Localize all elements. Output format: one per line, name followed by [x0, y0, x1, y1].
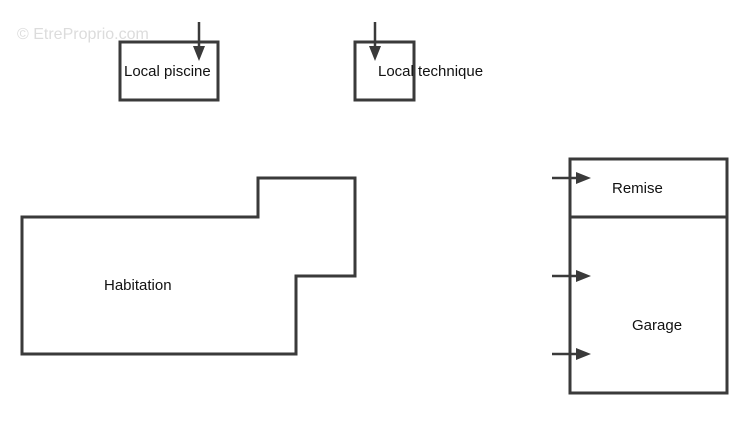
arrow-garage-lower: [552, 348, 591, 360]
room-garage-label: Garage: [632, 317, 682, 334]
room-local-technique-label: Local technique: [378, 63, 483, 80]
arrow-local-technique: [369, 22, 381, 61]
arrow-garage-upper: [552, 270, 591, 282]
arrow-local-technique-head: [369, 46, 381, 61]
room-habitation: Habitation: [20, 176, 357, 356]
room-local-piscine-label: Local piscine: [124, 63, 211, 80]
room-local-piscine-outline: [118, 40, 220, 102]
arrow-garage-lower-head: [576, 348, 591, 360]
room-habitation-label: Habitation: [104, 277, 172, 294]
arrow-local-piscine-head: [193, 46, 205, 61]
arrow-local-piscine: [193, 22, 205, 61]
arrow-remise-head: [576, 172, 591, 184]
room-local-technique: Local technique: [353, 40, 483, 102]
building-remise-garage: Remise Garage: [568, 157, 729, 395]
arrow-remise: [552, 172, 591, 184]
room-local-piscine: Local piscine: [118, 40, 220, 102]
room-habitation-outline: [20, 176, 357, 356]
room-local-technique-outline: [353, 40, 416, 102]
arrow-garage-upper-head: [576, 270, 591, 282]
watermark-text: © EtreProprio.com: [17, 26, 149, 43]
room-remise-label: Remise: [612, 180, 663, 197]
